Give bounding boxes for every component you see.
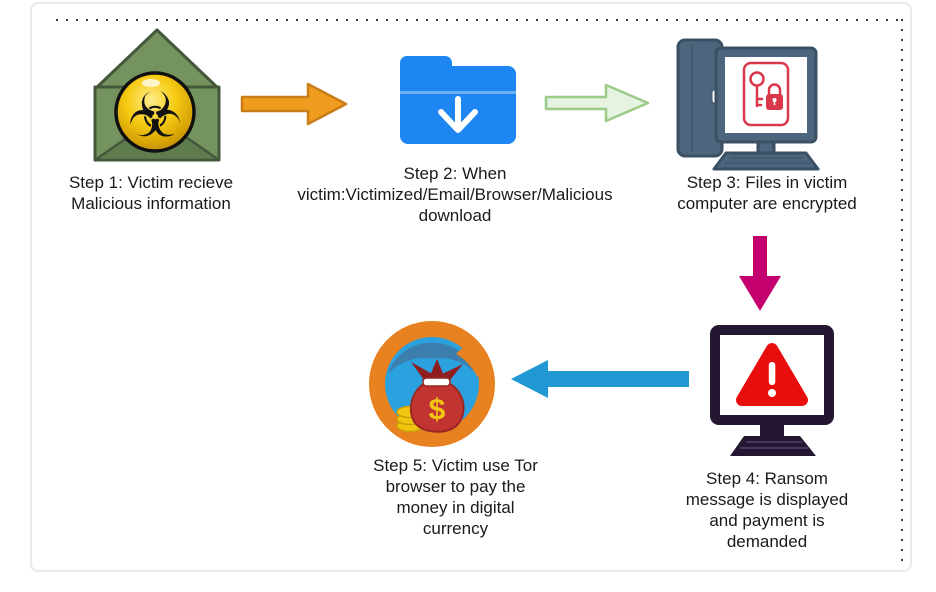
download-arrow-head [438, 109, 478, 133]
biohazard-ball [114, 71, 196, 153]
ransom-alert-monitor-icon [710, 325, 834, 456]
arrow-step3-to-step4 [739, 236, 781, 311]
keyboard [712, 151, 820, 171]
gloss-highlight [142, 79, 160, 87]
biohazard-icon: ☣ [127, 79, 183, 152]
keyboard [730, 436, 816, 456]
arrow-step2-to-step3 [544, 83, 650, 123]
globe-swirl [388, 342, 476, 373]
step-5-caption: Step 5: Victim use Tor browser to pay th… [373, 456, 538, 538]
selection-dots-top [56, 19, 902, 21]
malicious-email-biohazard-icon: ☣ [93, 28, 221, 162]
warning-triangle-icon [736, 343, 808, 406]
money-bag-icon: $ [409, 359, 465, 433]
step-3-caption: Step 3: Files in victim computer are enc… [677, 173, 857, 213]
key-lock-icon [742, 61, 790, 127]
tor-browser-money-icon: $ [369, 321, 495, 447]
monitor-stand [760, 422, 784, 436]
encrypted-computer-icon [676, 38, 820, 171]
folder-divider [400, 91, 516, 94]
download-folder-icon [400, 56, 516, 144]
monitor-stand [756, 140, 776, 155]
arrow-step4-to-step5 [511, 360, 689, 398]
arrow-step1-to-step2 [240, 82, 348, 126]
step-4-caption: Step 4: Ransom message is displayed and … [685, 469, 849, 551]
step-2-caption: Step 2: When victim:Victimized/Email/Bro… [297, 164, 613, 225]
selection-dots-right [901, 19, 903, 565]
flame-swirl [456, 346, 479, 378]
monitor-screen [725, 57, 807, 133]
dollar-sign: $ [429, 394, 446, 427]
step-1-caption: Step 1: Victim recieve Malicious informa… [68, 173, 234, 213]
